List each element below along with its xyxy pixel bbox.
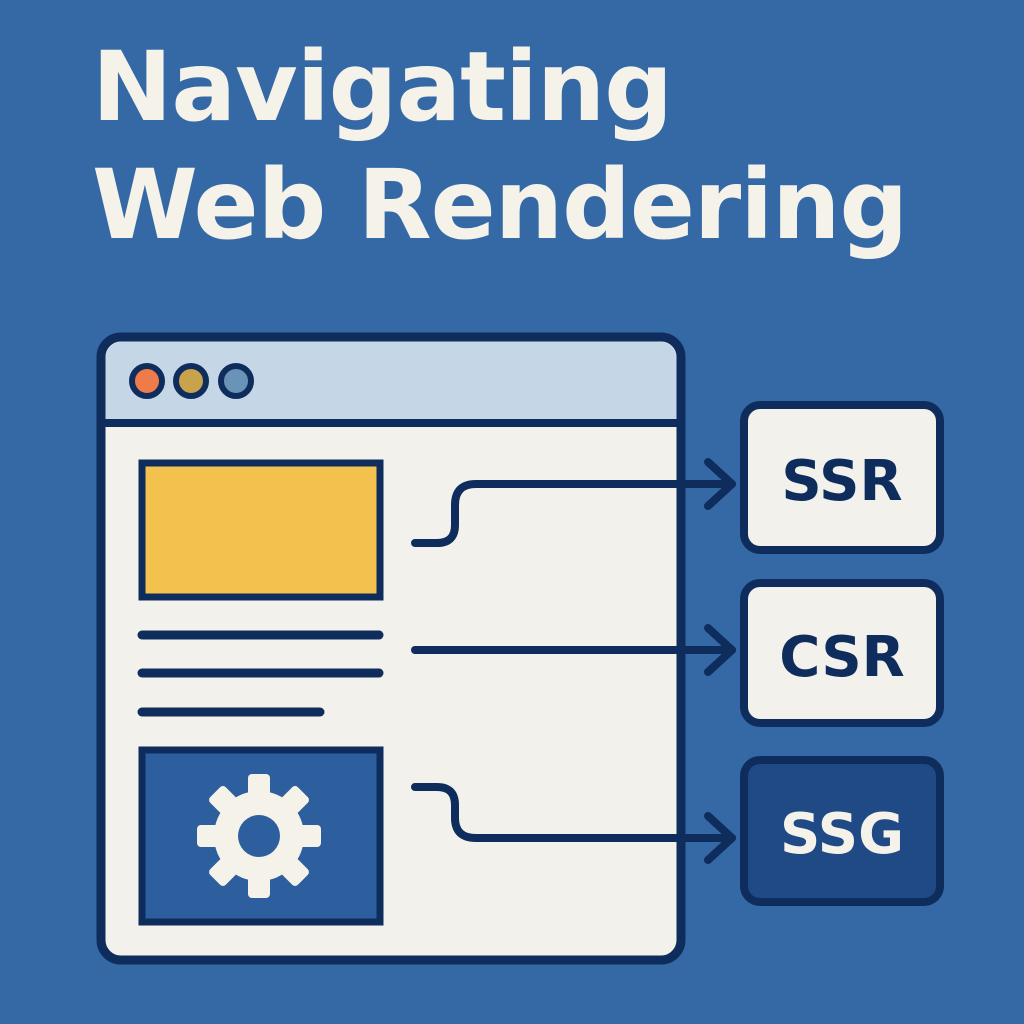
browser-titlebar	[105, 341, 677, 421]
connector-ssg	[411, 783, 736, 842]
title-line-2: Web Rendering	[92, 149, 908, 261]
label-csr: CSR	[779, 625, 905, 690]
label-ssr: SSR	[781, 449, 902, 514]
arrowhead-csr	[704, 624, 736, 676]
close-dot	[129, 363, 165, 399]
browser-window	[96, 332, 686, 965]
label-box-ssr: SSR	[740, 401, 944, 554]
text-lines	[137, 630, 384, 717]
label-box-csr: CSR	[740, 579, 944, 727]
image-block	[138, 459, 384, 601]
title-line-1: Navigating	[92, 31, 673, 143]
label-ssg: SSG	[780, 802, 904, 867]
maximize-dot	[218, 363, 254, 399]
gear-icon	[197, 774, 321, 898]
label-box-ssg: SSG	[740, 756, 944, 906]
minimize-dot	[173, 363, 209, 399]
arrowhead-ssr	[704, 458, 736, 510]
connector-ssr	[411, 480, 736, 547]
page-title: Navigating Web Rendering	[92, 28, 908, 264]
arrowhead-ssg	[704, 812, 736, 864]
